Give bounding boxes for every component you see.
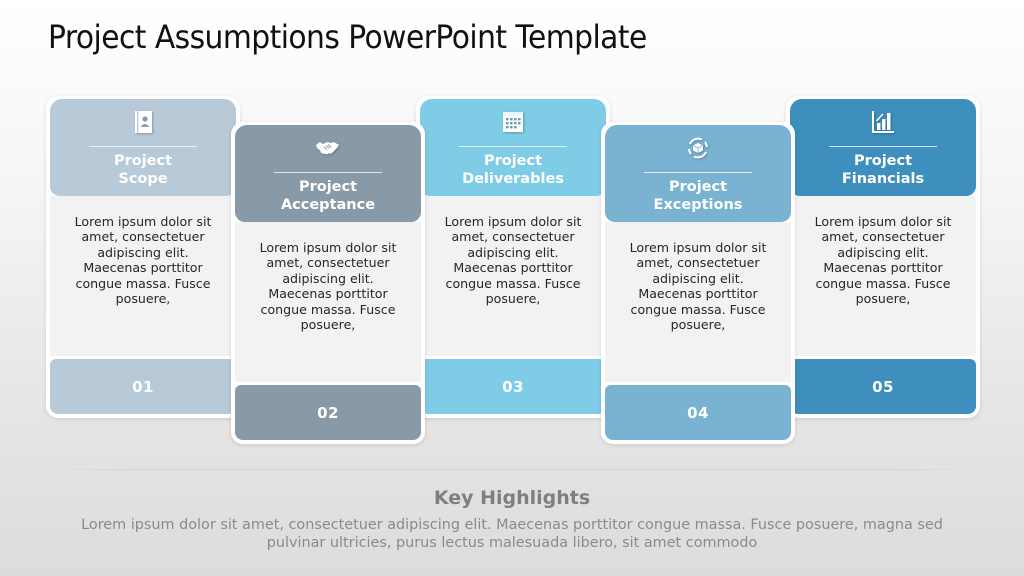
card-title-line1: Project — [483, 153, 543, 169]
card-header: Project Acceptance — [235, 125, 421, 222]
card-number: 05 — [790, 359, 976, 414]
card-title-line2: Acceptance — [280, 197, 376, 213]
card-title-line1: Project — [668, 179, 728, 195]
card-title: Project Acceptance — [235, 178, 421, 214]
card-header: Project Scope — [50, 99, 236, 196]
card-title: Project Financials — [790, 152, 976, 188]
card-project-financials: Project Financials Lorem ipsum dolor sit… — [786, 96, 980, 418]
card-title: Project Exceptions — [605, 178, 791, 214]
card-number: 01 — [50, 359, 236, 414]
contact-book-icon — [130, 109, 156, 135]
card-title-line1: Project — [853, 153, 913, 169]
cycle-box-icon — [685, 135, 711, 161]
calendar-icon — [500, 109, 526, 135]
card-body: Lorem ipsum dolor sit amet, consectetuer… — [605, 222, 791, 382]
card-number: 03 — [420, 359, 606, 414]
card-body: Lorem ipsum dolor sit amet, consectetuer… — [50, 196, 236, 356]
header-divider — [459, 146, 567, 147]
card-header: Project Exceptions — [605, 125, 791, 222]
bar-chart-icon — [870, 109, 896, 135]
card-header: Project Deliverables — [420, 99, 606, 196]
card-title-line1: Project — [113, 153, 173, 169]
card-title-line2: Financials — [841, 171, 925, 187]
handshake-icon — [315, 135, 341, 161]
card-body: Lorem ipsum dolor sit amet, consectetuer… — [790, 196, 976, 356]
card-header: Project Financials — [790, 99, 976, 196]
card-body: Lorem ipsum dolor sit amet, consectetuer… — [235, 222, 421, 382]
card-title: Project Deliverables — [420, 152, 606, 188]
card-body-text: Lorem ipsum dolor sit amet, consectetuer… — [629, 240, 767, 333]
header-divider — [644, 172, 752, 173]
key-highlights-title: Key Highlights — [433, 487, 591, 509]
section-divider — [40, 469, 984, 470]
header-divider — [274, 172, 382, 173]
card-project-acceptance: Project Acceptance Lorem ipsum dolor sit… — [231, 122, 425, 444]
key-highlights-text: Lorem ipsum dolor sit amet, consectetuer… — [81, 517, 943, 551]
card-title-line2: Scope — [118, 171, 168, 187]
card-title-line2: Deliverables — [462, 171, 564, 187]
card-title-line2: Exceptions — [653, 197, 743, 213]
card-body-text: Lorem ipsum dolor sit amet, consectetuer… — [74, 214, 212, 307]
card-body-text: Lorem ipsum dolor sit amet, consectetuer… — [444, 214, 582, 307]
card-body-text: Lorem ipsum dolor sit amet, consectetuer… — [259, 240, 397, 333]
header-divider — [829, 146, 937, 147]
card-project-deliverables: Project Deliverables Lorem ipsum dolor s… — [416, 96, 610, 418]
card-title-line1: Project — [298, 179, 358, 195]
card-number: 02 — [235, 385, 421, 440]
header-divider — [89, 146, 197, 147]
slide-title: Project Assumptions PowerPoint Template — [48, 18, 647, 56]
card-project-exceptions: Project Exceptions Lorem ipsum dolor sit… — [601, 122, 795, 444]
card-title: Project Scope — [50, 152, 236, 188]
card-body-text: Lorem ipsum dolor sit amet, consectetuer… — [814, 214, 952, 307]
card-project-scope: Project Scope Lorem ipsum dolor sit amet… — [46, 96, 240, 418]
card-body: Lorem ipsum dolor sit amet, consectetuer… — [420, 196, 606, 356]
card-number: 04 — [605, 385, 791, 440]
